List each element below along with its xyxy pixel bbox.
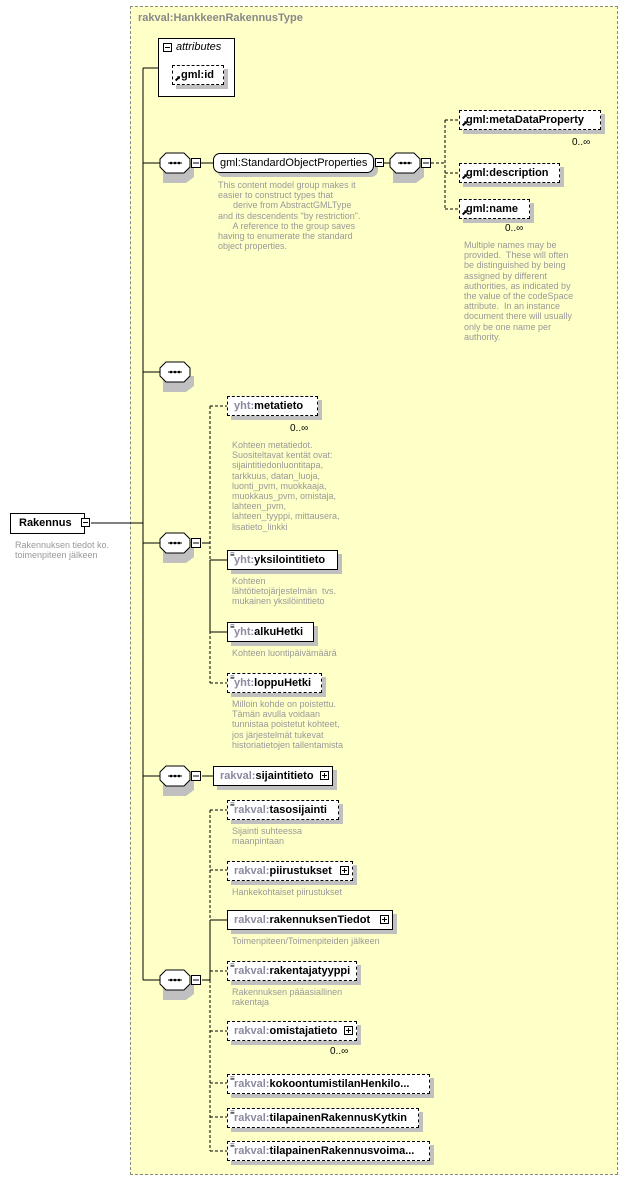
element-doc: Kohteen lähtötietojärjestelmän tvs. muka… <box>232 576 337 607</box>
collapse-root-button[interactable] <box>81 518 90 527</box>
element-description[interactable]: ⬈gml:description <box>459 163 560 183</box>
collapse-attributes-button[interactable] <box>163 43 172 52</box>
element-prefix: yht: <box>234 677 255 689</box>
simple-type-icon: ≡ <box>230 1141 235 1150</box>
sequence-compositor[interactable] <box>159 532 201 563</box>
reference-arrow-icon: ⬈ <box>461 119 468 128</box>
element-rakennuksenTiedot[interactable]: rakval:rakennuksenTiedot <box>227 910 393 930</box>
element-sijaintitieto[interactable]: rakval:sijaintitieto <box>213 766 333 786</box>
sequence-compositor[interactable] <box>159 152 201 183</box>
type-title: rakval:HankkeenRakennusType <box>138 12 303 24</box>
element-prefix: rakval: <box>234 1025 270 1037</box>
element-doc: Kohteen luontipäivämäärä <box>232 648 337 658</box>
element-prefix: rakval: <box>234 865 270 877</box>
group-doc: This content model group makes it easier… <box>218 180 361 252</box>
root-doc: Rakennuksen tiedot ko. toimenpiteen jälk… <box>15 540 110 561</box>
element-prefix: gml: <box>466 203 490 215</box>
element-name[interactable]: ⬈gml:name <box>459 199 530 219</box>
element-doc: Toimenpiteen/Toimenpiteiden jälkeen <box>232 936 380 946</box>
element-prefix: yht: <box>234 626 255 638</box>
expand-sijaintitieto-button[interactable] <box>320 771 329 780</box>
element-prefix: rakval: <box>234 914 270 926</box>
element-name: tilapainenRakennusKytkin <box>269 1112 408 1124</box>
reference-arrow-icon: ⬈ <box>174 74 181 83</box>
sequence-compositor[interactable] <box>159 969 201 1000</box>
element-doc: Milloin kohde on poistettu. Tämän avulla… <box>232 699 344 750</box>
element-name: yksilointitieto <box>254 554 326 566</box>
element-name: name <box>489 203 518 215</box>
element-prefix: gml: <box>466 167 490 179</box>
cardinality-label: 0..∞ <box>330 1046 349 1057</box>
simple-type-icon: ≡ <box>230 1074 235 1083</box>
element-name: rakentajatyyppi <box>269 965 351 977</box>
element-name: piirustukset <box>269 865 332 877</box>
element-doc: Rakennuksen pääasiallinen rakentaja <box>232 987 343 1008</box>
cardinality-label: 0..∞ <box>290 423 309 434</box>
sequence-compositor[interactable] <box>389 152 431 183</box>
element-name: rakennuksenTiedot <box>269 914 371 926</box>
sequence-compositor[interactable] <box>159 361 194 392</box>
simple-type-icon: ≡ <box>230 1108 235 1117</box>
element-name: metatieto <box>254 400 304 412</box>
element-prefix: gml: <box>466 114 490 126</box>
element-prefix: yht: <box>234 400 255 412</box>
attribute-gml-id[interactable]: ⬈gml:id <box>172 65 224 85</box>
group-standard-object-properties: gml:StandardObjectProperties <box>220 157 368 169</box>
simple-type-icon: ≡ <box>230 550 235 559</box>
root-element-rakennus[interactable]: Rakennus <box>10 513 85 534</box>
element-kytkin[interactable]: ≡rakval:tilapainenRakennusKytkin <box>227 1108 419 1128</box>
element-prefix: rakval: <box>220 770 256 782</box>
simple-type-icon: ≡ <box>230 800 235 809</box>
element-piirustukset[interactable]: rakval:piirustukset <box>227 861 353 881</box>
cardinality-label: 0..∞ <box>505 223 524 234</box>
element-omistajatieto[interactable]: rakval:omistajatieto <box>227 1021 357 1041</box>
element-doc: Kohteen metatiedot. Suositeltavat kentät… <box>232 440 340 532</box>
element-kokoontumis[interactable]: ≡rakval:kokoontumistilanHenkilo... <box>227 1074 430 1094</box>
element-doc: Sijainti suhteessa maanpintaan <box>232 826 303 847</box>
element-name: description <box>489 167 549 179</box>
expand-omistajatieto-button[interactable] <box>344 1026 353 1035</box>
sequence-compositor[interactable] <box>159 765 201 796</box>
element-name: tilapainenRakennusvoima... <box>269 1145 415 1157</box>
cardinality-label: 0..∞ <box>572 137 591 148</box>
attributes-label: attributes <box>176 41 222 53</box>
element-name: tasosijainti <box>269 804 327 816</box>
element-prefix: rakval: <box>234 1078 270 1090</box>
element-yksilointitieto[interactable]: ≡yht:yksilointitieto <box>227 550 338 570</box>
element-prefix: rakval: <box>234 965 270 977</box>
reference-arrow-icon: ⬈ <box>461 172 468 181</box>
expand-piirustukset-button[interactable] <box>340 866 349 875</box>
element-doc: Hankekohtaiset piirustukset <box>232 887 343 897</box>
element-name: alkuHetki <box>254 626 304 638</box>
simple-type-icon: ≡ <box>230 622 235 631</box>
element-name: omistajatieto <box>269 1025 338 1037</box>
complex-type-container <box>130 6 618 1175</box>
element-prefix: rakval: <box>234 1112 270 1124</box>
element-name: metaDataProperty <box>489 114 584 126</box>
expand-rakennuksenTiedot-button[interactable] <box>380 915 389 924</box>
element-tasosijainti[interactable]: ≡rakval:tasosijainti <box>227 800 339 820</box>
element-loppuHetki[interactable]: ≡yht:loppuHetki <box>227 673 322 693</box>
element-name: kokoontumistilanHenkilo... <box>269 1078 410 1090</box>
element-prefix: yht: <box>234 554 255 566</box>
element-doc: Multiple names may be provided. These wi… <box>464 240 574 342</box>
element-name: sijaintitieto <box>255 770 314 782</box>
simple-type-icon: ≡ <box>230 673 235 682</box>
element-rakentajatyyppi[interactable]: ≡rakval:rakentajatyyppi <box>227 961 358 981</box>
collapse-group-button[interactable] <box>375 158 385 167</box>
element-prefix: rakval: <box>234 804 270 816</box>
element-prefix: rakval: <box>234 1145 270 1157</box>
element-metaDataProperty[interactable]: ⬈gml:metaDataProperty <box>459 110 601 130</box>
reference-arrow-icon: ⬈ <box>461 208 468 217</box>
simple-type-icon: ≡ <box>230 961 235 970</box>
element-metatieto[interactable]: yht:metatieto <box>227 396 318 416</box>
element-alkuHetki[interactable]: ≡yht:alkuHetki <box>227 622 314 642</box>
element-name: loppuHetki <box>254 677 312 689</box>
element-voima[interactable]: ≡rakval:tilapainenRakennusvoima... <box>227 1141 430 1161</box>
group-standard-object-properties-box[interactable]: gml:StandardObjectProperties <box>213 153 385 173</box>
